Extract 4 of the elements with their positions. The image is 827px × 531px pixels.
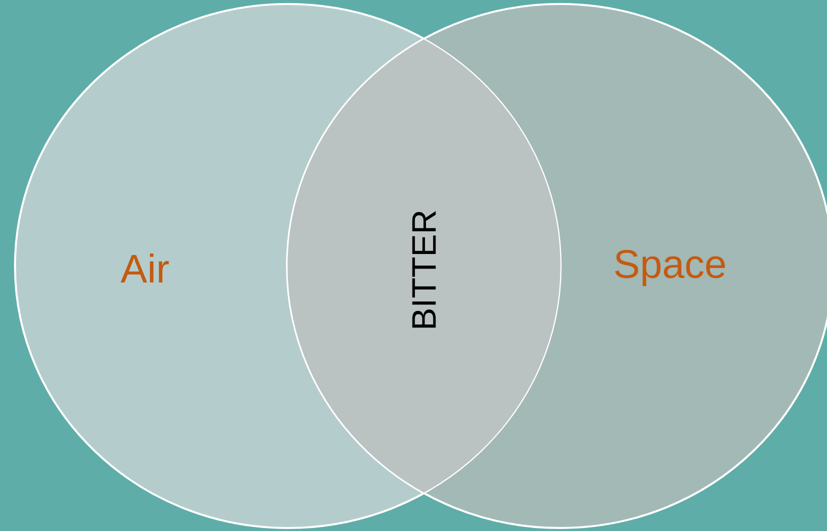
overlap-label: BITTER xyxy=(412,211,436,328)
circle-label: Air xyxy=(120,254,169,282)
circle-label: Space xyxy=(615,250,725,286)
venn-circle xyxy=(286,3,827,529)
